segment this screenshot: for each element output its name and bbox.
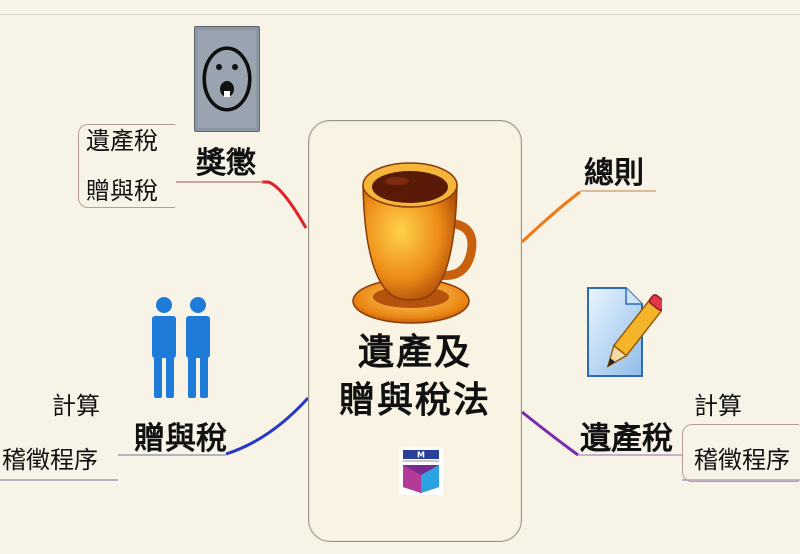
central-title-line-1: 遺產及	[357, 332, 472, 373]
coffee-cup-icon	[352, 162, 477, 324]
surprised-face-icon	[194, 26, 260, 132]
svg-text:M: M	[417, 451, 425, 460]
central-title-line-2: 贈與稅法	[338, 380, 491, 421]
branch-penalty[interactable]: 獎懲	[196, 146, 256, 181]
gift-tax-sub-calculation[interactable]: 計算	[52, 392, 100, 420]
connector-estate-tax	[521, 410, 579, 457]
penalty-sub-bracket	[78, 124, 175, 208]
central-topic[interactable]: 遺產及 贈與稅法 M	[308, 120, 522, 542]
estate-tax-sub-calculation[interactable]: 計算	[694, 392, 742, 420]
connector-penalty	[262, 180, 308, 229]
estate-tax-sub-procedure[interactable]: 稽徵程序	[694, 446, 790, 474]
branch-gift-tax[interactable]: 贈與稅	[134, 421, 227, 457]
top-divider	[0, 14, 800, 15]
central-topic-title: 遺產及 贈與稅法	[309, 329, 521, 425]
gift-tax-sub-procedure[interactable]: 稽徵程序	[2, 446, 98, 474]
connector-gift-tax	[225, 396, 310, 456]
people-icon	[152, 297, 210, 398]
branch-general[interactable]: 總則	[584, 156, 644, 191]
publisher-logo-icon: M	[399, 447, 443, 495]
connector-general	[520, 190, 581, 244]
estate-tax-sub-bracket	[682, 424, 799, 482]
penalty-sub-estate-tax[interactable]: 遺產稅	[86, 127, 158, 155]
penalty-sub-gift-tax[interactable]: 贈與稅	[86, 177, 158, 205]
branch-estate-tax[interactable]: 遺產稅	[580, 421, 673, 457]
document-pencil-icon	[587, 287, 662, 377]
